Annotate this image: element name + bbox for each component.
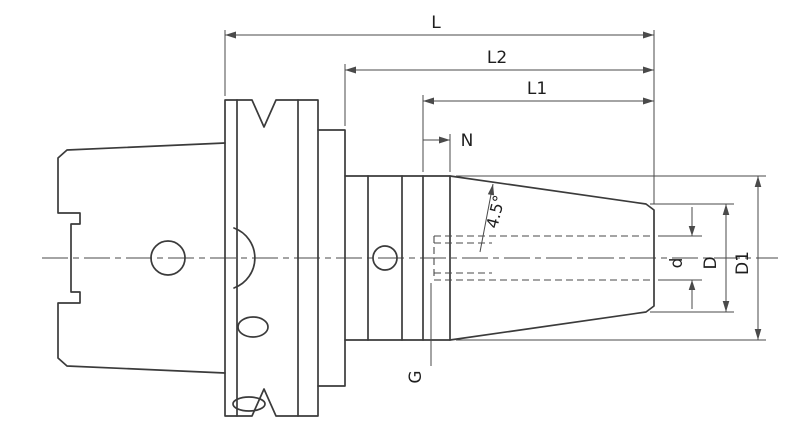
dimension-extension-lines <box>224 30 766 366</box>
dim-label-L: L <box>431 13 441 33</box>
arrow-D-top <box>722 204 730 215</box>
dim-label-L2: L2 <box>487 48 507 68</box>
coolant-hole <box>372 245 398 271</box>
dim-label-G: G <box>406 370 426 383</box>
flange-bottom-hole <box>232 396 266 412</box>
dimension-arrowheads <box>225 31 762 340</box>
dim-label-angle: 4.5° <box>482 193 509 230</box>
dim-label-N: N <box>461 131 474 151</box>
flange-side-hole <box>237 316 269 338</box>
tool-outline <box>57 99 655 417</box>
arrow-N <box>439 136 450 144</box>
arrow-L1-right <box>643 97 654 105</box>
hidden-bore-lines <box>433 235 654 281</box>
arrow-L1-left <box>423 97 434 105</box>
arrow-L2-right <box>643 66 654 74</box>
dim-label-D1: D1 <box>733 251 753 275</box>
arrow-d-bottom <box>688 280 696 290</box>
arrow-D1-bottom <box>754 329 762 340</box>
arrow-L2-left <box>345 66 356 74</box>
body-outline <box>224 99 655 417</box>
shank-outline <box>57 142 226 374</box>
dimension-labels: L L2 L1 N 4.5° d D D1 G <box>406 13 753 384</box>
arrow-L-right <box>643 31 654 39</box>
flange-contact-arc <box>233 227 256 289</box>
arrow-L-left <box>225 31 236 39</box>
dim-label-L1: L1 <box>527 79 547 99</box>
arrow-d-top <box>688 226 696 236</box>
leader-line-angle <box>479 183 494 253</box>
dim-label-D: D <box>701 256 721 269</box>
arrow-D-bottom <box>722 301 730 312</box>
arrow-D1-top <box>754 176 762 187</box>
dim-label-d: d <box>667 258 687 269</box>
shank-drive-hole <box>150 240 186 276</box>
dimension-lines <box>225 34 759 340</box>
arrow-angle <box>487 184 495 196</box>
